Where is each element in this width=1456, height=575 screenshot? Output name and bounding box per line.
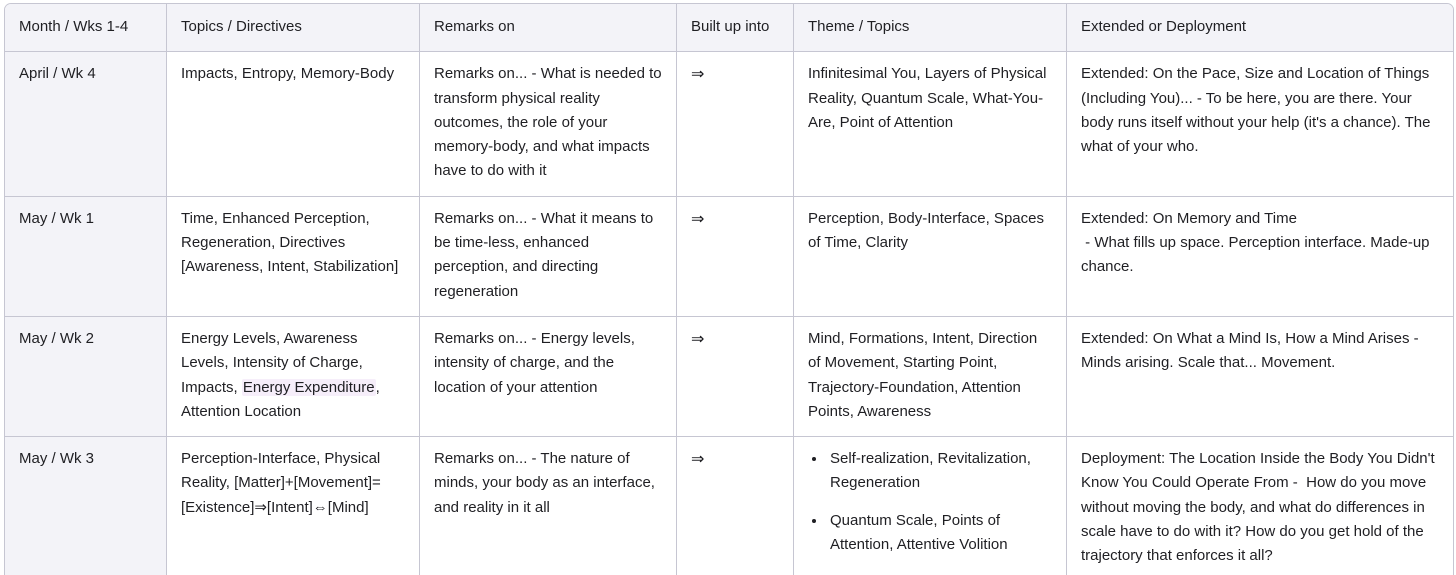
cell-built-up-into: ⇒ [677, 437, 794, 575]
cell-month: April / Wk 4 [5, 52, 167, 197]
table-body: April / Wk 4 Impacts, Entropy, Memory-Bo… [5, 52, 1453, 575]
list-item: Quantum Scale, Points of Attention, Atte… [827, 509, 1052, 558]
double-right-arrow-icon: ⇒ [691, 451, 705, 469]
cell-topics: Time, Enhanced Perception, Regeneration,… [167, 196, 420, 317]
topics-text: Energy Levels, Awareness Levels, Intensi… [181, 329, 363, 396]
highlighted-term: Energy Expenditure [241, 378, 376, 396]
cell-remarks: Remarks on... - The nature of minds, you… [420, 437, 677, 575]
cell-remarks: Remarks on... - What is needed to transf… [420, 52, 677, 197]
table-row: May / Wk 1 Time, Enhanced Perception, Re… [5, 196, 1453, 317]
cell-theme: Self-realization, Revitalization, Regene… [794, 437, 1067, 575]
cell-extended: Extended: On the Pace, Size and Location… [1067, 52, 1453, 197]
cell-built-up-into: ⇒ [677, 196, 794, 317]
double-right-arrow-icon: ⇒ [691, 66, 705, 84]
column-header-month: Month / Wks 1-4 [5, 4, 167, 53]
cell-theme: Infinitesimal You, Layers of Physical Re… [794, 52, 1067, 197]
double-right-arrow-icon: ⇒ [691, 330, 705, 348]
header-row: Month / Wks 1-4 Topics / Directives Rema… [5, 4, 1453, 53]
extended-text: Extended: On What a Mind Is, How a Mind … [1081, 329, 1427, 372]
column-header-built-up-into: Built up into [677, 4, 794, 53]
cell-topics: Energy Levels, Awareness Levels, Intensi… [167, 316, 420, 438]
extended-text: Extended: On the Pace, Size and Location… [1081, 65, 1435, 156]
topics-text: Impacts, Entropy, Memory-Body [181, 65, 395, 83]
column-header-remarks: Remarks on [420, 4, 677, 53]
cell-remarks: Remarks on... - What it means to be time… [420, 196, 677, 317]
cell-topics: Perception-Interface, Physical Reality, … [167, 437, 420, 575]
cell-theme: Mind, Formations, Intent, Direction of M… [794, 316, 1067, 438]
column-header-topics: Topics / Directives [167, 4, 420, 53]
table-row: May / Wk 2 Energy Levels, Awareness Leve… [5, 316, 1453, 438]
cell-remarks: Remarks on... - Energy levels, intensity… [420, 316, 677, 438]
theme-bullet-list: Self-realization, Revitalization, Regene… [808, 447, 1052, 557]
double-right-arrow-icon: ⇒ [691, 210, 705, 228]
topics-text: Perception-Interface, Physical Reality, … [181, 450, 381, 516]
cell-extended: Deployment: The Location Inside the Body… [1067, 437, 1453, 575]
cell-built-up-into: ⇒ [677, 52, 794, 197]
cell-month: May / Wk 1 [5, 196, 167, 317]
cell-topics: Impacts, Entropy, Memory-Body [167, 52, 420, 197]
topics-text-tail: , Attention Location [181, 378, 380, 420]
column-header-theme: Theme / Topics [794, 4, 1067, 53]
cell-theme: Perception, Body-Interface, Spaces of Ti… [794, 196, 1067, 317]
table-header: Month / Wks 1-4 Topics / Directives Rema… [5, 4, 1453, 53]
cell-month: May / Wk 2 [5, 316, 167, 438]
extended-text: Extended: On Memory and Time - What fill… [1081, 209, 1430, 276]
cell-extended: Extended: On Memory and Time - What fill… [1067, 196, 1453, 317]
column-header-extended: Extended or Deployment [1067, 4, 1453, 53]
table-row: April / Wk 4 Impacts, Entropy, Memory-Bo… [5, 52, 1453, 197]
table-row: May / Wk 3 Perception-Interface, Physica… [5, 437, 1453, 575]
list-item: Self-realization, Revitalization, Regene… [827, 447, 1052, 496]
cell-month: May / Wk 3 [5, 437, 167, 575]
cell-built-up-into: ⇒ [677, 316, 794, 438]
cell-extended: Extended: On What a Mind Is, How a Mind … [1067, 316, 1453, 438]
schedule-table: Month / Wks 1-4 Topics / Directives Rema… [4, 3, 1454, 575]
extended-text: Deployment: The Location Inside the Body… [1081, 450, 1439, 565]
topics-text: Time, Enhanced Perception, Regeneration,… [181, 209, 399, 276]
